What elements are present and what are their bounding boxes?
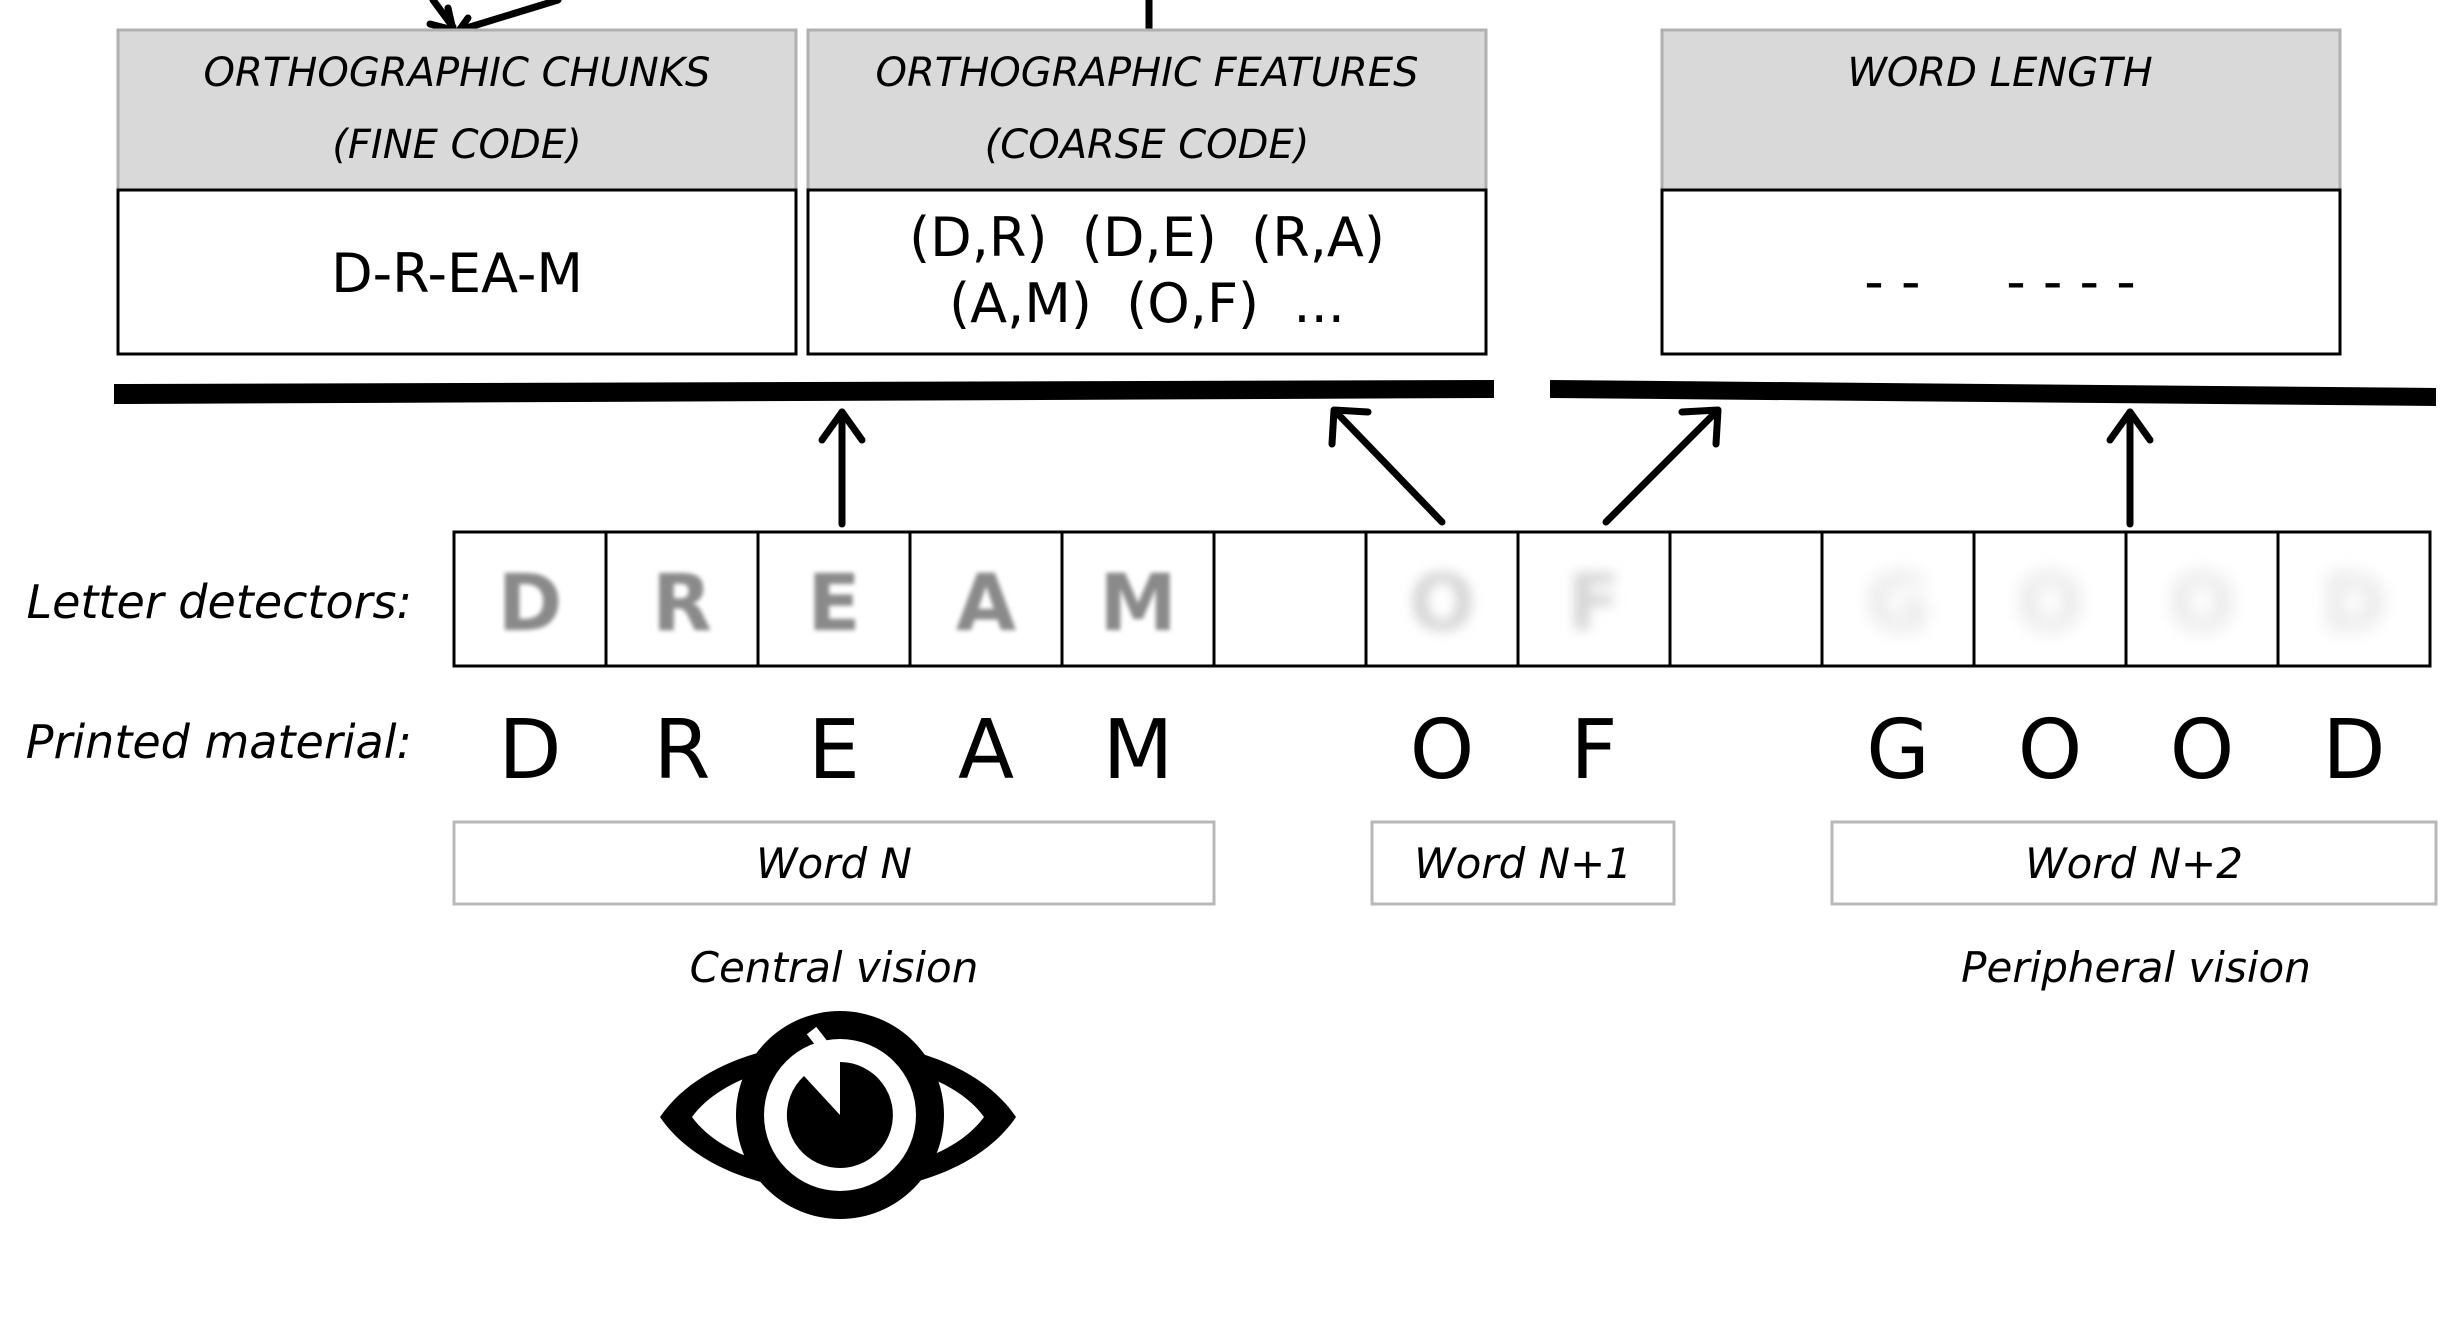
printed-letter: F: [1570, 703, 1617, 798]
detector-letter: O: [2017, 559, 2083, 649]
module-orthographic-features: ORTHOGRAPHIC FEATURES (COARSE CODE) (D,R…: [806, 28, 1488, 356]
length-title: WORD LENGTH: [1847, 50, 2152, 96]
central-vision-label: Central vision: [690, 943, 979, 992]
features-content-line2: (A,M) (O,F) ...: [949, 272, 1345, 335]
detector-slot: [2276, 530, 2432, 668]
printed-letter: D: [2322, 703, 2385, 798]
word-boxes: Word N Word N+1 Word N+2: [452, 820, 2438, 906]
peripheral-vision-label: Peripheral vision: [1961, 943, 2311, 992]
separator-bars: [114, 380, 2436, 406]
letter-detectors-label: Letter detectors:: [26, 575, 412, 629]
detector-letter: O: [2169, 559, 2235, 649]
length-content: - - - - - -: [1864, 250, 2135, 313]
word-n2-label: Word N+2: [2025, 839, 2243, 888]
eye-icon: [660, 1011, 1016, 1219]
detector-slot: [1972, 530, 2128, 668]
detector-slot: [1820, 530, 1976, 668]
printed-letter: O: [2170, 703, 2235, 798]
detector-letter: F: [1567, 559, 1620, 649]
detector-letter: G: [1866, 559, 1930, 649]
printed-letter: G: [1866, 703, 1930, 798]
printed-letter: E: [808, 703, 860, 798]
printed-letter: D: [498, 703, 561, 798]
arrow-to-features: [1332, 408, 1446, 526]
detector-letter: D: [498, 559, 563, 649]
feed-arrows: [818, 406, 2154, 528]
detector-letter: E: [807, 559, 860, 649]
word-n1-label: Word N+1: [1414, 839, 1632, 888]
features-content-line1: (D,R) (D,E) (R,A): [909, 206, 1385, 269]
separator-bar-left: [114, 380, 1494, 404]
arrow-to-length-1: [1602, 408, 1720, 526]
detector-slot: [1668, 530, 1824, 668]
detector-letter: D: [2322, 559, 2387, 649]
printed-letter: A: [958, 703, 1014, 798]
printed-letter: O: [1410, 703, 1475, 798]
detector-letter: A: [956, 559, 1016, 649]
word-n-label: Word N: [756, 839, 912, 888]
detector-slot: [1516, 530, 1672, 668]
printed-material-label: Printed material:: [26, 715, 412, 769]
detector-letter: R: [652, 559, 712, 649]
separator-bar-right: [1550, 380, 2436, 406]
detector-letter: M: [1099, 559, 1177, 649]
detector-slot: [1060, 530, 1216, 668]
chunks-content: D-R-EA-M: [331, 242, 583, 305]
chunks-title-line1: ORTHOGRAPHIC CHUNKS: [204, 50, 711, 96]
printed-letter: M: [1103, 703, 1174, 798]
module-word-length: WORD LENGTH - - - - - -: [1660, 28, 2342, 356]
detector-slot: [2124, 530, 2280, 668]
detector-letter: O: [1409, 559, 1475, 649]
module-orthographic-chunks: ORTHOGRAPHIC CHUNKS (FINE CODE) D-R-EA-M: [116, 28, 798, 356]
features-title-line1: ORTHOGRAPHIC FEATURES: [876, 50, 1419, 96]
features-title-line2: (COARSE CODE): [985, 122, 1310, 168]
detector-slot: [756, 530, 912, 668]
chunks-title-line2: (FINE CODE): [332, 122, 581, 168]
printed-letter: O: [2018, 703, 2083, 798]
detector-slot: [1212, 530, 1368, 668]
printed-letter: R: [654, 703, 711, 798]
